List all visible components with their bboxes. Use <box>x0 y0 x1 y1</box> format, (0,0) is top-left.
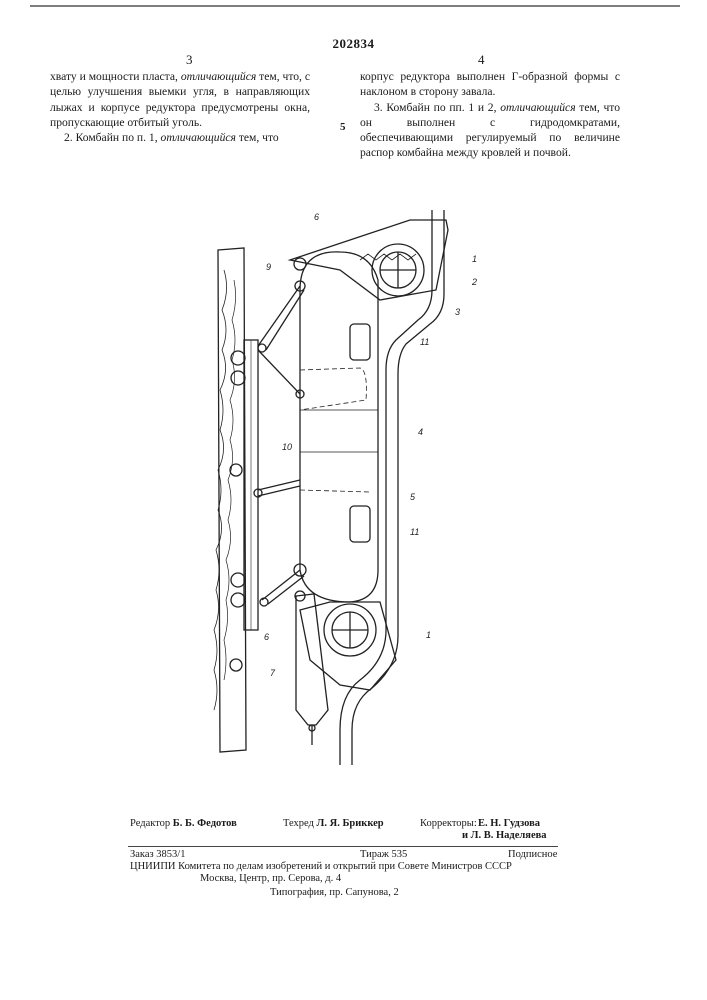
figure-callout-label: 1 <box>472 254 477 264</box>
corrector-2-name: и Л. В. Наделяева <box>462 830 547 842</box>
techred-credit: Техред Л. Я. Бриккер <box>283 818 384 830</box>
right-column-text: корпус редуктора выполнен Г-образной фор… <box>360 69 620 161</box>
editor-credit: Редактор Б. Б. Федотов <box>130 818 237 830</box>
figure-callout-label: 2 <box>471 277 477 287</box>
figure-callout-label: 6 <box>264 632 269 642</box>
combine-technical-drawing: 6912311410511617 <box>200 190 480 765</box>
left-paragraph-1: хвату и мощности пласта, отличающийся те… <box>50 69 310 130</box>
figure-callout-label: 9 <box>266 262 271 272</box>
publisher-address: Москва, Центр, пр. Серова, д. 4 <box>200 873 341 885</box>
figure-callout-label: 3 <box>455 307 460 317</box>
figure-callout-label: 1 <box>426 630 431 640</box>
colophon-divider <box>128 846 558 847</box>
figure-callout-label: 10 <box>282 442 292 452</box>
order-number: Заказ 3853/1 <box>130 849 185 861</box>
left-paragraph-2: 2. Комбайн по п. 1, отличающийся тем, чт… <box>50 130 310 145</box>
subscription-label: Подписное <box>508 849 557 861</box>
right-paragraph-1: корпус редуктора выполнен Г-образной фор… <box>360 69 620 100</box>
figure-callout-label: 11 <box>410 527 419 537</box>
figure-callout-label: 4 <box>418 427 423 437</box>
left-column-text: хвату и мощности пласта, отличающийся те… <box>50 69 310 145</box>
top-border-line <box>30 5 680 7</box>
figure-callout-label: 6 <box>314 212 319 222</box>
left-column-number: 3 <box>186 52 193 68</box>
patent-number: 202834 <box>0 36 707 52</box>
corrector-1-name: Е. Н. Гудзова <box>478 818 540 830</box>
right-column-number: 4 <box>478 52 485 68</box>
right-paragraph-2: 3. Комбайн по пп. 1 и 2, отличающийся те… <box>360 100 620 161</box>
printing-house: Типография, пр. Сапунова, 2 <box>270 887 399 899</box>
line-number-marker: 5 <box>340 121 346 133</box>
correctors-label: Корректоры: <box>420 818 477 830</box>
figure-callout-label: 7 <box>270 668 276 678</box>
publisher-org: ЦНИИПИ Комитета по делам изобретений и о… <box>130 861 512 873</box>
circulation: Тираж 535 <box>360 849 407 861</box>
figure-callout-label: 11 <box>420 337 429 347</box>
figure-callout-label: 5 <box>410 492 416 502</box>
